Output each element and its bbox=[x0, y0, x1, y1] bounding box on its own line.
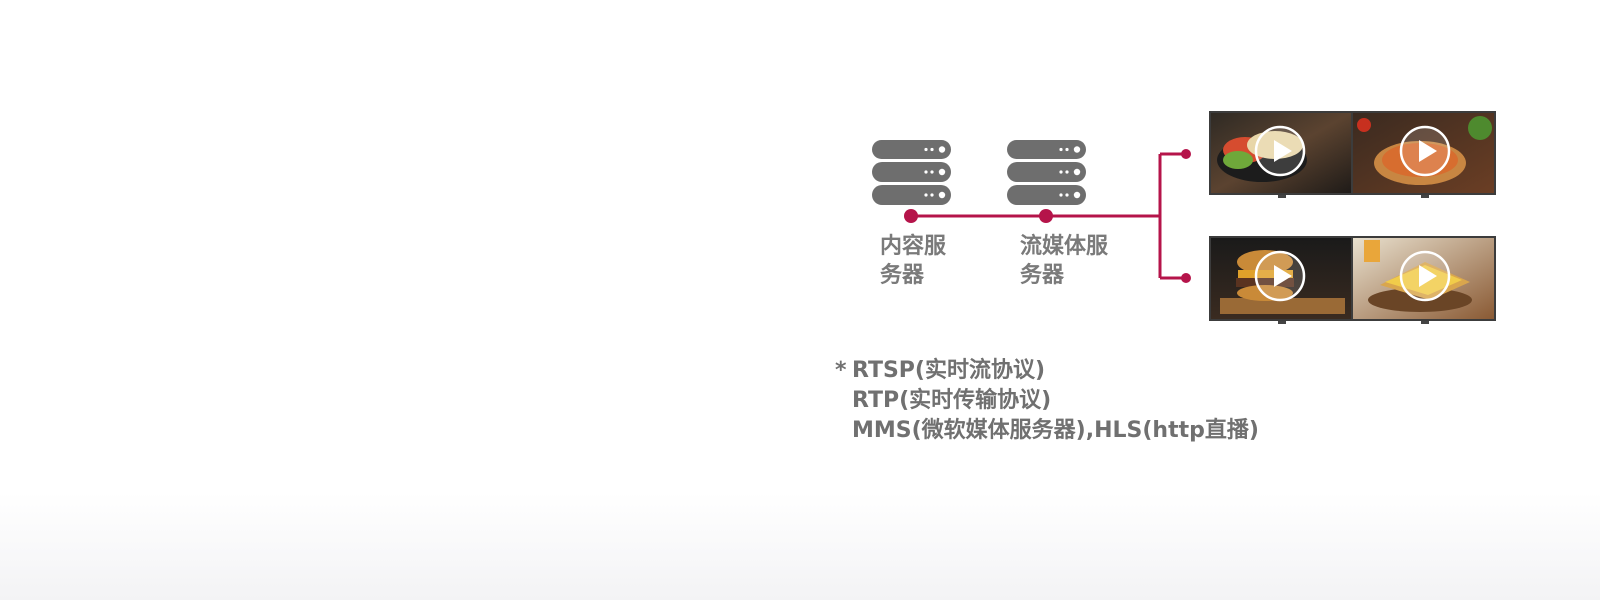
display-1 bbox=[1209, 111, 1496, 198]
notes-line-2: RTP(实时传输协议) bbox=[852, 386, 1259, 416]
notes-line-3: MMS(微软媒体服务器),HLS(http直播) bbox=[852, 416, 1259, 446]
streaming-server-label: 流媒体服 务器 bbox=[1020, 232, 1108, 290]
streaming-server-label-line2: 务器 bbox=[1020, 263, 1065, 288]
content-server-label: 内容服 务器 bbox=[880, 232, 946, 290]
display-1-node bbox=[1181, 149, 1191, 159]
streaming-server-node bbox=[1039, 209, 1053, 223]
protocol-rtp: RTP(实时传输协议) bbox=[852, 388, 1052, 413]
content-server-label-line2: 务器 bbox=[880, 263, 925, 288]
content-server-icon bbox=[872, 140, 951, 205]
notes-line-1: * RTSP(实时流协议) bbox=[835, 356, 1259, 386]
streaming-server-label-line1: 流媒体服 bbox=[1020, 234, 1109, 259]
network-connector bbox=[911, 152, 1185, 280]
note-asterisk: * bbox=[835, 358, 847, 383]
protocol-notes: * RTSP(实时流协议) RTP(实时传输协议) MMS(微软媒体服务器),H… bbox=[835, 356, 1259, 446]
protocol-rtsp: RTSP(实时流协议) bbox=[852, 358, 1046, 383]
display-2-node bbox=[1181, 273, 1191, 283]
content-server-label-line1: 内容服 bbox=[880, 234, 947, 259]
play-icon[interactable] bbox=[1254, 125, 1306, 177]
play-icon[interactable] bbox=[1254, 250, 1306, 302]
protocol-mms-hls: MMS(微软媒体服务器),HLS(http直播) bbox=[852, 418, 1259, 443]
display-2 bbox=[1209, 236, 1496, 324]
content-server-node bbox=[904, 209, 918, 223]
play-icon[interactable] bbox=[1399, 125, 1451, 177]
streaming-server-icon bbox=[1007, 140, 1086, 205]
play-icon[interactable] bbox=[1399, 250, 1451, 302]
